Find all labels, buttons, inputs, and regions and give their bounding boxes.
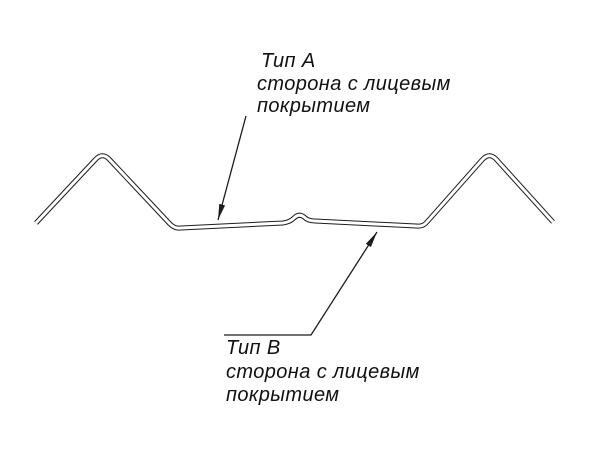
type-a-description-line2: покрытием (257, 95, 370, 117)
type-a-leader-line (217, 115, 247, 221)
type-a-description-line1: сторона с лицевым (257, 73, 451, 95)
type-b-description-line2: покрытием (226, 384, 339, 406)
type-b-leader-line (224, 231, 378, 336)
type-b-description-line1: сторона с лицевым (226, 361, 420, 383)
type-a-title: Тип А (261, 50, 316, 72)
type-b-title: Тип В (226, 337, 281, 359)
profile-sheet-inner-line (34, 154, 555, 230)
